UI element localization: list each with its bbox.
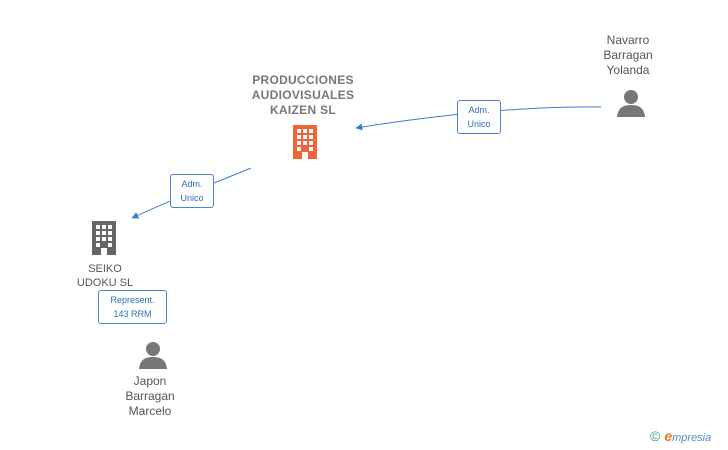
copyright-icon: © (650, 428, 661, 444)
seiko-company-name: SEIKO UDOKU SL (76, 263, 134, 289)
relation-line-2: Unico (180, 193, 204, 203)
navarro-person-name: Navarro Barragan Yolanda (603, 33, 653, 77)
person-icon[interactable] (616, 88, 646, 118)
japon-person-name: Japon Barragan Marcelo (125, 374, 175, 418)
person-icon[interactable] (138, 340, 168, 370)
relation-line-1: Adm. (468, 105, 490, 115)
brand-logo: ©empresia (650, 428, 711, 444)
main-company-name: PRODUCCIONES AUDIOVISUALES KAIZEN SL (251, 73, 355, 117)
relation-line-1: Adm. (181, 179, 203, 189)
relation-badge-main-seiko[interactable]: Adm. Unico (170, 174, 214, 208)
relation-line-1: Represent. (110, 295, 155, 305)
building-icon[interactable] (289, 124, 321, 160)
building-icon[interactable] (88, 220, 120, 256)
brand-initial: e (664, 428, 673, 444)
relation-badge-japon[interactable]: Represent. 143 RRM (98, 290, 167, 324)
relation-line-2: 143 RRM (113, 309, 152, 319)
relation-line-2: Unico (467, 119, 491, 129)
brand-name: mpresia (672, 432, 712, 444)
relation-badge-navarro[interactable]: Adm. Unico (457, 100, 501, 134)
